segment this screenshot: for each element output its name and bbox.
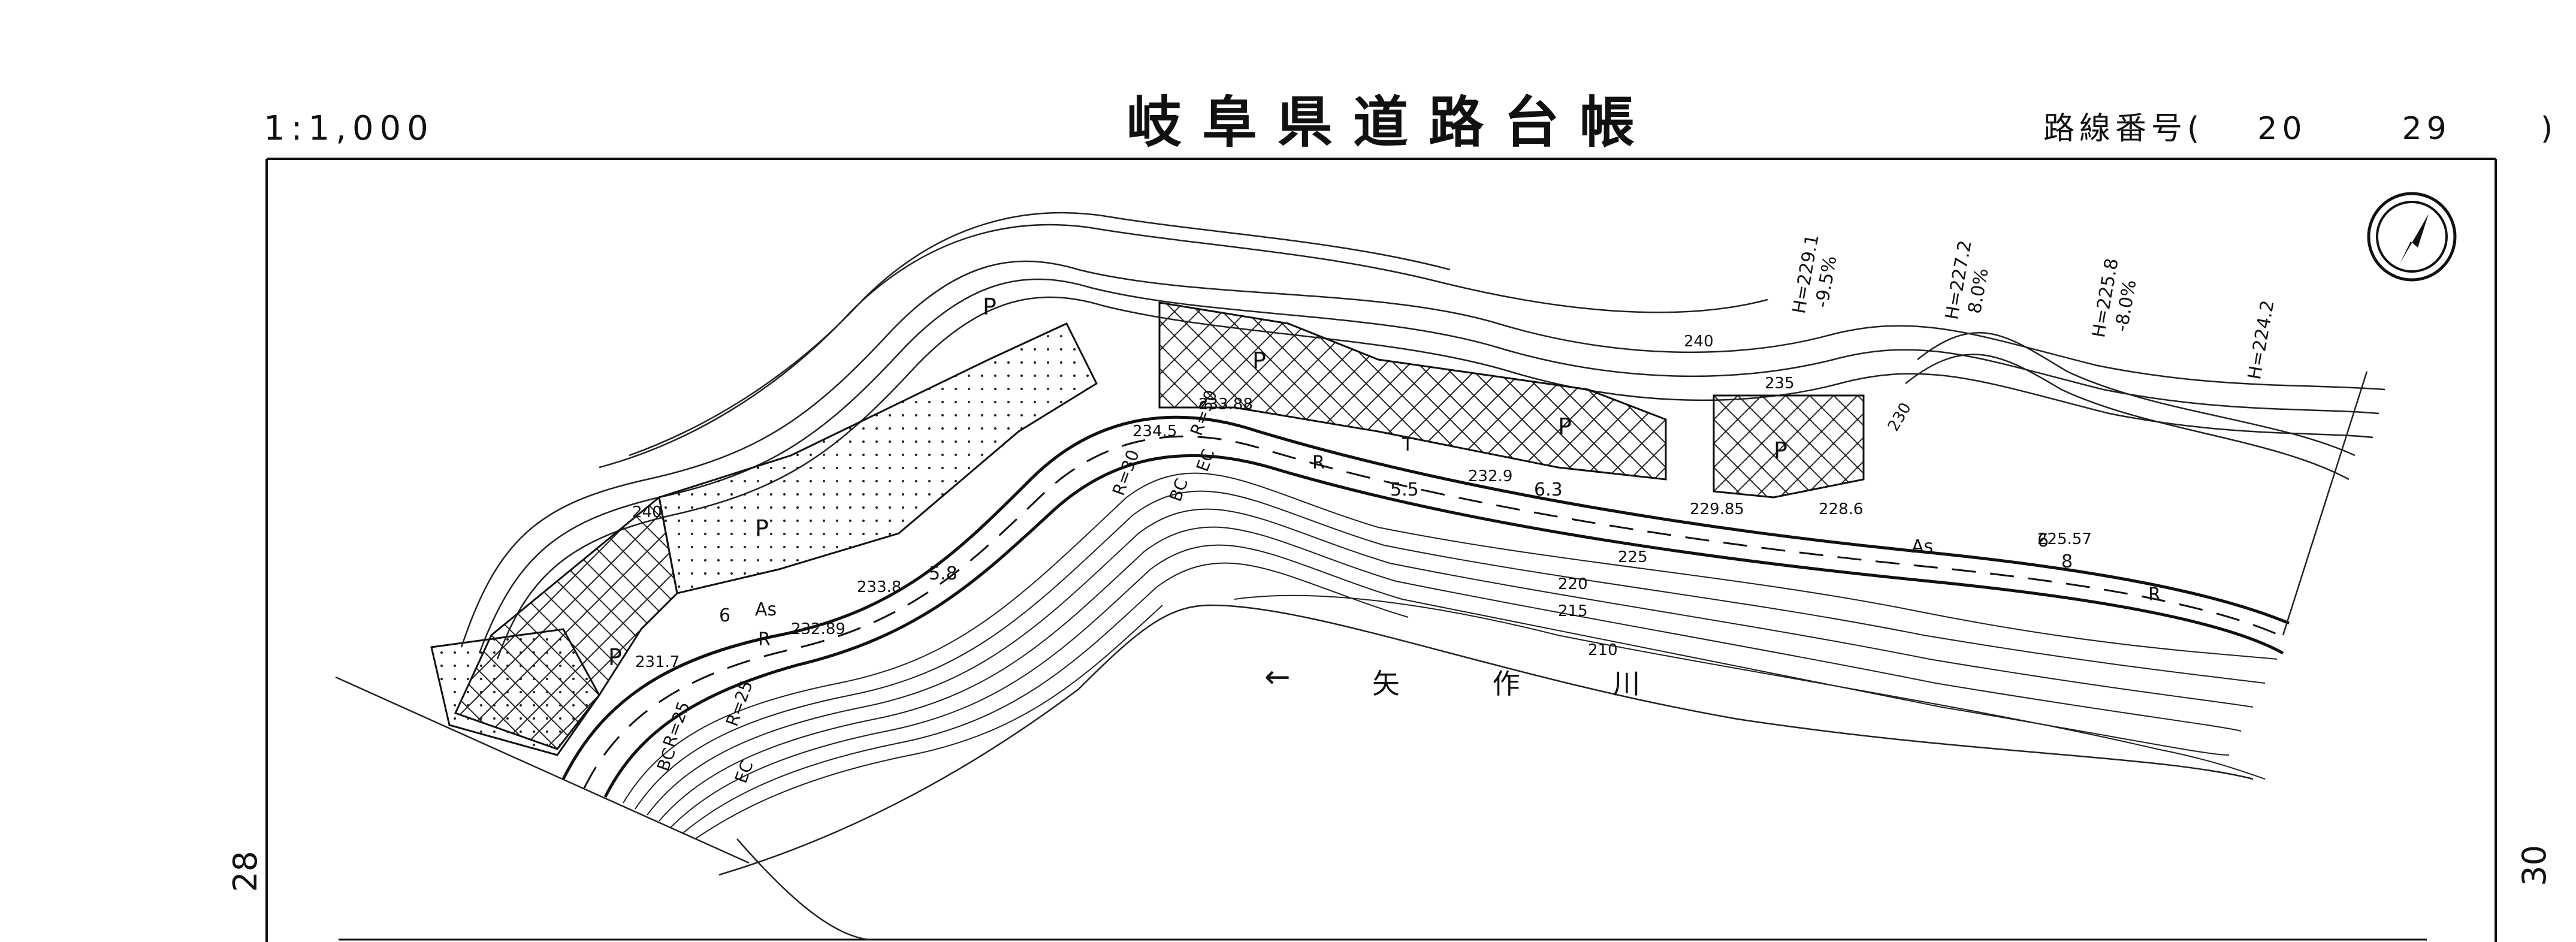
spot-height: 231.7 <box>635 653 680 671</box>
route-number: 路線番号( 20 29 ) <box>2043 103 2557 148</box>
road-code: P <box>983 294 996 320</box>
road-code: R <box>2148 584 2161 605</box>
road-code: R <box>1312 452 1325 473</box>
road-code: R <box>758 629 771 650</box>
road-code: P <box>1252 348 1266 374</box>
contour-label: 225 <box>1618 548 1648 566</box>
route-suffix: ) <box>2540 111 2558 147</box>
road-code: 8 <box>2061 551 2073 572</box>
spot-height: 228.6 <box>1819 500 1864 518</box>
road-code: T <box>1402 434 1414 455</box>
road-code: P <box>608 644 622 671</box>
river-name: 矢 作 川 <box>1372 668 1683 700</box>
prev-sheet-ref: 28 <box>227 851 264 892</box>
scale-label: 1:1,000 <box>264 109 434 148</box>
route-no-1: 20 <box>2257 111 2307 147</box>
spot-height: 225.57 <box>2037 530 2092 548</box>
map-frame <box>265 158 2497 942</box>
road-alignment <box>561 415 2290 798</box>
next-sheet-number: 30 <box>2515 845 2553 886</box>
road-code: 5.8 <box>929 563 958 584</box>
route-no-2: 29 <box>2402 111 2451 147</box>
spot-height: 232.89 <box>791 620 845 638</box>
contour-label: 240 <box>632 503 662 521</box>
prev-sheet-number: 28 <box>227 851 264 892</box>
next-sheet-ref: 30 <box>2515 845 2553 886</box>
contour-label: 240 <box>1684 333 1714 351</box>
spot-height: 233.8 <box>857 578 902 596</box>
spot-height: 234.5 <box>1133 422 1177 440</box>
road-code: 6 <box>2037 530 2049 551</box>
contour-lines-south <box>623 472 2278 840</box>
contour-label: 210 <box>1588 641 1618 659</box>
road-code: As <box>755 599 777 620</box>
page-title: 岐阜県道路台帳 <box>1127 90 1656 155</box>
contour-label: 235 <box>1765 375 1795 393</box>
spot-height: 229.85 <box>1690 500 1744 518</box>
contour-label: 220 <box>1558 575 1588 593</box>
road-code: 6.3 <box>1534 479 1563 500</box>
parcel-areas <box>430 301 1865 756</box>
river-banks <box>335 371 2368 941</box>
road-code: P <box>755 515 769 542</box>
north-arrow-icon <box>2367 192 2457 282</box>
road-code: 6 <box>719 605 731 626</box>
road-code: P <box>1558 413 1572 440</box>
route-prefix: 路線番号( <box>2043 111 2204 147</box>
spot-height: 233.88 <box>1198 395 1253 413</box>
contour-label: 215 <box>1558 602 1588 620</box>
road-code: As <box>1911 536 1934 557</box>
spot-height: 232.9 <box>1468 467 1513 485</box>
road-code: 5.5 <box>1390 479 1419 500</box>
road-code: P <box>1774 437 1787 464</box>
river-arrow: ← <box>1264 659 1291 695</box>
